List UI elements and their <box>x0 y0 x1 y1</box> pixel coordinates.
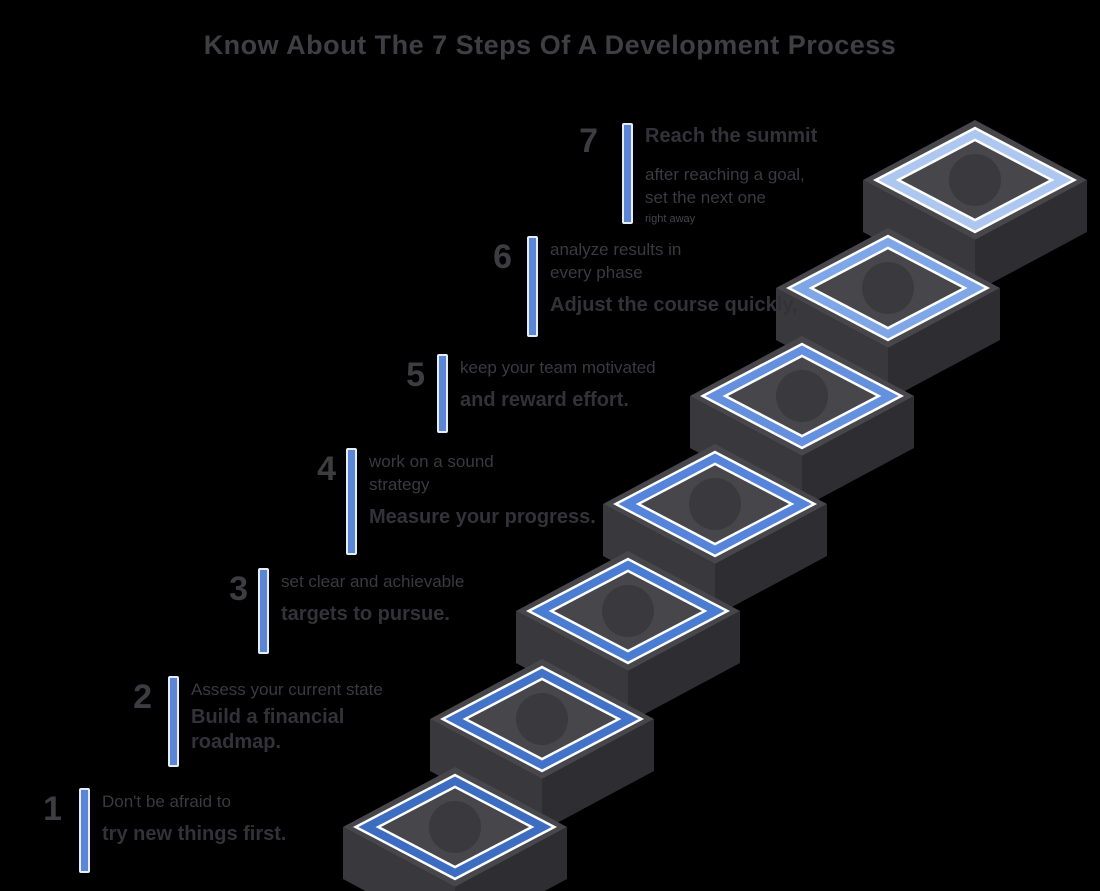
step-3-number: 3 <box>229 570 248 608</box>
step-4-accent-bar <box>346 448 357 555</box>
step-icon <box>689 478 741 530</box>
step-3-text: set clear and achievable targets to purs… <box>281 570 551 627</box>
step-4-desc-line: work on a sound <box>369 452 494 471</box>
step-2-text: Assess your current state Build a financ… <box>191 678 461 755</box>
step-1-desc-line: Don't be afraid to <box>102 792 231 811</box>
diamond-outline <box>445 668 639 770</box>
step-left-face <box>343 827 455 891</box>
step-icon <box>429 801 481 853</box>
step-7-desc-small: right away <box>645 213 696 225</box>
step-7-title: Reach the summit <box>645 125 818 147</box>
step-4-number: 4 <box>317 450 336 488</box>
step-icon <box>776 370 828 422</box>
step-7-desc-line: set the next one <box>645 188 766 207</box>
step-1-title: try new things first. <box>102 823 287 845</box>
step-right-face <box>975 180 1087 292</box>
step-2-accent-bar <box>168 676 179 767</box>
step-3-desc-line: set clear and achievable <box>281 572 465 591</box>
step-7-accent-bar <box>622 123 633 224</box>
step-right-face <box>542 719 654 831</box>
step-1-accent-bar <box>79 788 90 873</box>
stair-step-2 <box>430 659 654 831</box>
step-4-desc-line: strategy <box>369 475 430 494</box>
step-2-title: Build a financial <box>191 706 345 728</box>
step-5-desc-line: keep your team motivated <box>460 358 656 377</box>
page-title: Know About The 7 Steps Of A Development … <box>203 30 897 60</box>
diamond-outline <box>705 345 899 447</box>
diamond-outline <box>531 560 725 662</box>
step-4-text: work on a sound strategy Measure your pr… <box>369 450 639 530</box>
step-4-title: Measure your progress. <box>369 506 596 528</box>
stair-step-5 <box>690 336 914 508</box>
step-right-face <box>802 396 914 508</box>
step-right-face <box>715 504 827 616</box>
step-icon <box>602 585 654 637</box>
diamond-outline <box>358 776 552 878</box>
step-6-text: analyze results in every phase Adjust th… <box>550 238 820 318</box>
step-6-accent-bar <box>527 236 538 337</box>
step-2-desc-line: Assess your current state <box>191 680 383 699</box>
step-6-desc-line: every phase <box>550 263 643 282</box>
step-7-text: Reach the summit after reaching a goal, … <box>645 124 915 226</box>
step-right-face <box>628 611 740 723</box>
step-5-title: and reward effort. <box>460 389 629 411</box>
step-right-face <box>455 827 567 891</box>
stair-step-7 <box>863 120 1087 292</box>
step-2-title: roadmap. <box>191 731 282 753</box>
step-6-title: Adjust the course quickly, <box>550 294 798 316</box>
diamond-outline <box>791 237 985 339</box>
stair-step-4 <box>603 444 827 616</box>
step-6-desc-line: analyze results in <box>550 240 682 259</box>
step-3-title: targets to pursue. <box>281 603 450 625</box>
stair-step-6 <box>776 228 1000 400</box>
diamond-outline <box>878 129 1072 231</box>
step-1-text: Don't be afraid to try new things first. <box>102 790 372 847</box>
step-icon <box>949 154 1001 206</box>
step-icon <box>862 262 914 314</box>
stair-step-1 <box>343 767 567 891</box>
step-5-text: keep your team motivated and reward effo… <box>460 356 730 413</box>
step-6-number: 6 <box>493 238 512 276</box>
step-right-face <box>888 288 1000 400</box>
step-7-number: 7 <box>579 122 598 160</box>
step-3-accent-bar <box>258 568 269 654</box>
step-2-number: 2 <box>133 678 152 716</box>
step-5-accent-bar <box>437 354 448 433</box>
step-icon <box>516 693 568 745</box>
step-1-number: 1 <box>43 790 62 828</box>
stair-step-3 <box>516 551 740 723</box>
step-5-number: 5 <box>406 356 425 394</box>
diamond-outline <box>618 453 812 555</box>
step-7-desc-line: after reaching a goal, <box>645 165 805 184</box>
